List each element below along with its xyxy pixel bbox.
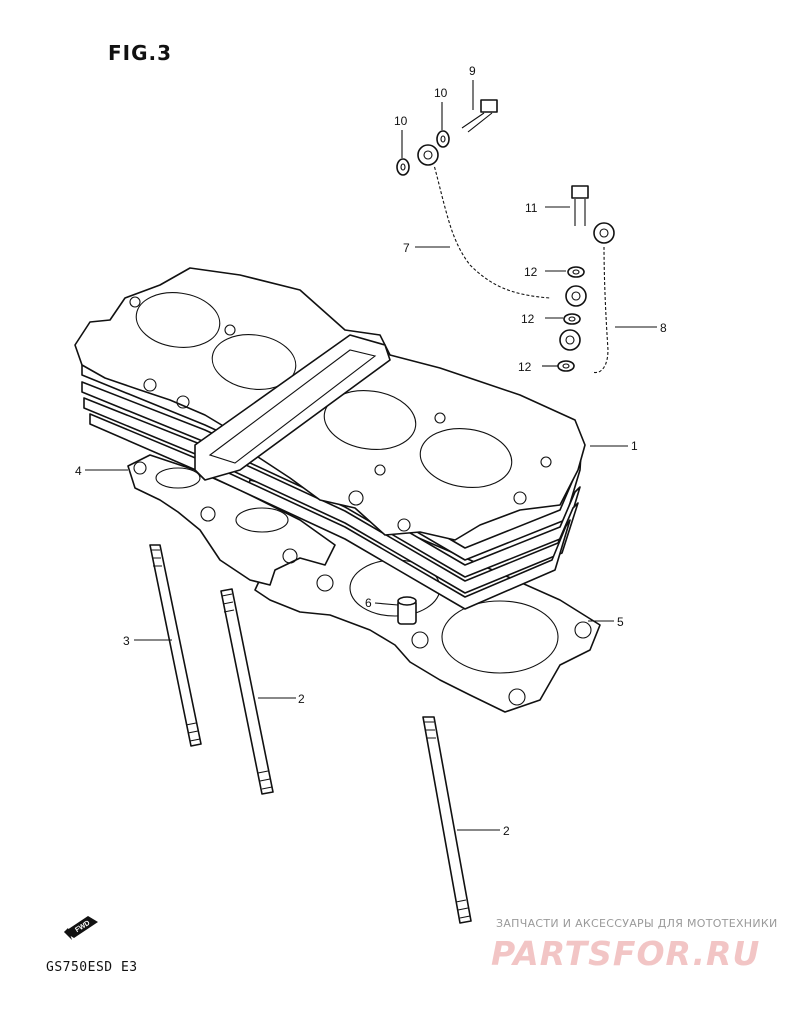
- callout-4: 4: [75, 464, 82, 478]
- base-gasket: [237, 479, 601, 713]
- callout-8: 8: [660, 321, 667, 335]
- stud-2a: [220, 588, 274, 795]
- callout-11: 11: [525, 201, 538, 215]
- callout-10: 10: [394, 114, 408, 128]
- dowel-pin: [397, 596, 417, 625]
- callout-1: 1: [631, 439, 638, 453]
- union-bolt-11: [571, 185, 589, 226]
- washer-10a: [396, 158, 410, 176]
- watermark-tagline: ЗАПЧАСТИ И АКСЕССУАРЫ ДЛЯ МОТОТЕХНИКИ: [496, 917, 778, 930]
- callout-12: 12: [524, 265, 538, 279]
- callout-12: 12: [521, 312, 535, 326]
- callout-5: 5: [617, 615, 624, 629]
- callout-2: 2: [298, 692, 305, 706]
- callout-7: 7: [403, 241, 410, 255]
- cylinder-block: [74, 267, 586, 610]
- figure-title: FIG.3: [108, 41, 173, 65]
- union-bolt-9: [461, 99, 498, 133]
- callout-12: 12: [518, 360, 532, 374]
- stud-2b: [422, 716, 472, 924]
- callout-6: 6: [365, 596, 372, 610]
- oil-pipe-7: [417, 144, 587, 307]
- washer-12b: [563, 313, 581, 325]
- callout-2: 2: [503, 824, 510, 838]
- fwd-arrow-icon: FWD: [64, 916, 98, 940]
- stud-3: [149, 544, 202, 747]
- leader-lines: [85, 80, 657, 831]
- callout-3: 3: [123, 634, 130, 648]
- washer-12c: [557, 360, 575, 372]
- washer-10b: [436, 130, 450, 148]
- callout-10: 10: [434, 86, 448, 100]
- callout-labels: 1 2 2 3 4 5 6 7 8 9 10 10 11 12 12 12: [75, 64, 667, 838]
- oil-pipe-8: [559, 222, 615, 376]
- watermark-brand: PARTSFOR.RU: [491, 934, 761, 973]
- model-code: GS750ESD E3: [46, 960, 138, 975]
- washer-12a: [567, 266, 585, 278]
- callout-9: 9: [469, 64, 476, 78]
